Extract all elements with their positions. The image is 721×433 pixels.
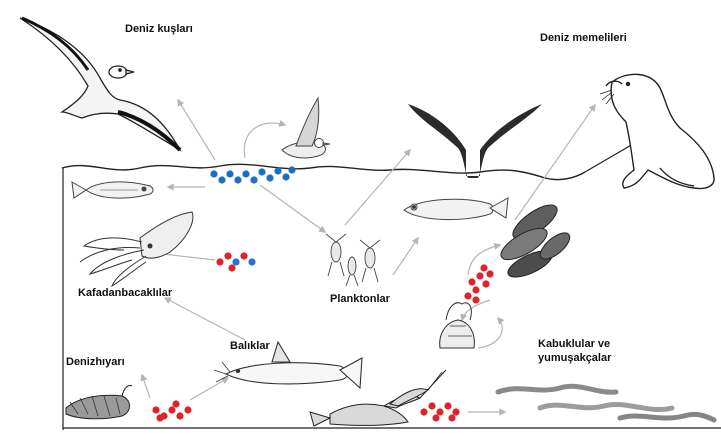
water-surface-line <box>62 164 585 179</box>
label-marine-mammals: Deniz memelileri <box>540 32 627 44</box>
label-crustaceans-molluscs: Kabuklular ve yumuşakçalar <box>538 337 648 365</box>
label-plankton: Planktonlar <box>330 293 390 305</box>
arrow-to-whale <box>345 150 410 225</box>
arrow-to-sea-cucumber <box>142 375 150 398</box>
arrow-fish-to-cephalopods <box>165 298 245 340</box>
surface-particles <box>210 166 295 183</box>
arrow-to-sea-lion <box>515 105 595 220</box>
sea-lion-icon <box>600 74 714 188</box>
label-cephalopods: Kafadanbacaklılar <box>78 287 172 299</box>
arrow-barnacle-loop <box>478 318 502 348</box>
mussel-icon <box>496 199 573 282</box>
arrow-to-gull <box>244 123 285 158</box>
small-fish-icon-midwater <box>404 198 508 220</box>
worm-icon <box>498 386 714 420</box>
seabird-icon <box>20 18 180 150</box>
arrow-to-catfish <box>190 378 228 400</box>
arrow-plankton-to-fish <box>393 238 418 275</box>
ingested-particles-seafloor <box>420 402 459 421</box>
label-sea-birds: Deniz kuşları <box>125 23 193 35</box>
label-sea-cucumber: Denizhıyarı <box>66 356 125 368</box>
sea-cucumber-icon <box>66 385 132 418</box>
squid-icon <box>80 212 193 286</box>
small-fish-icon <box>72 182 153 198</box>
arrow-surface-to-plankton <box>260 185 325 232</box>
mixed-particles-cephalopods <box>216 252 255 271</box>
arrow-to-seabird <box>178 100 215 160</box>
label-fish: Balıklar <box>230 340 270 352</box>
plankton-icon <box>326 234 380 286</box>
ingested-particles-sea-cucumber <box>152 400 191 421</box>
whale-tail-icon <box>408 104 542 178</box>
gull-icon <box>282 98 330 158</box>
